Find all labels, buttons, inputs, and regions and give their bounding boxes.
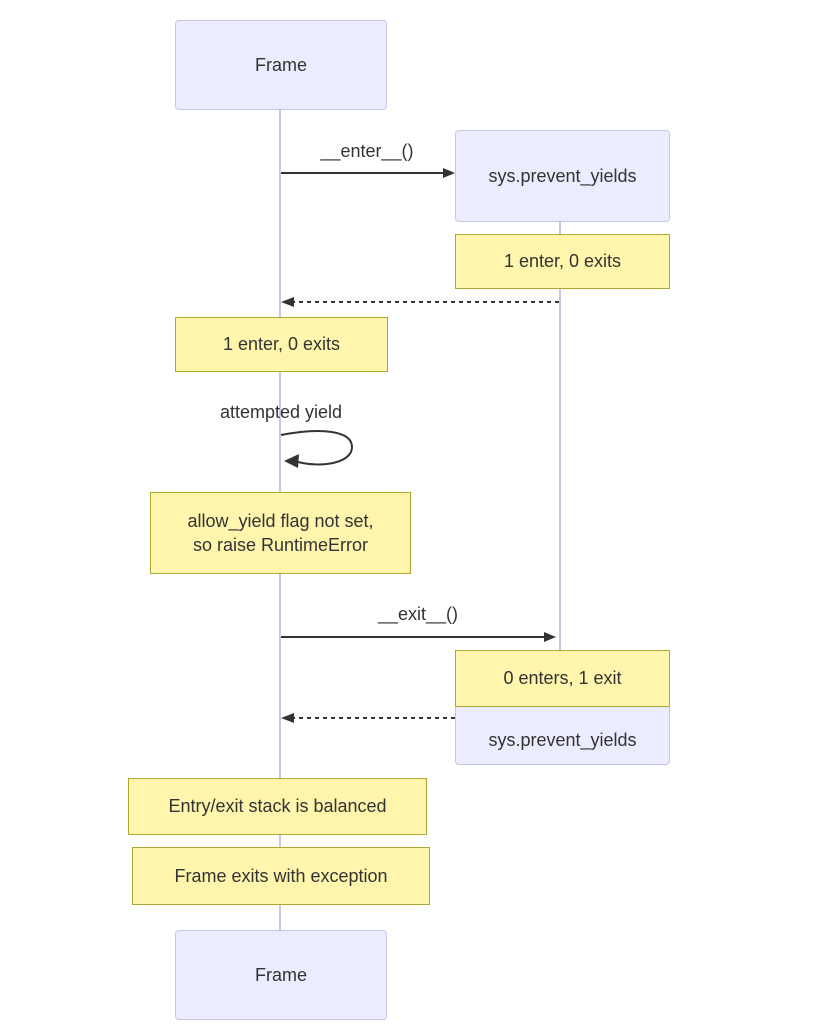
note-allow-yield-line1: allow_yield flag not set, (187, 510, 374, 531)
enter-message-label: __enter__() (320, 141, 414, 161)
note-left-enter: 1 enter, 0 exits (175, 317, 388, 372)
note-frame-exception: Frame exits with exception (132, 847, 430, 905)
participant-frame-top-label: Frame (254, 54, 307, 75)
note-left-enter-text: 1 enter, 0 exits (222, 334, 341, 355)
participant-frame-bottom: Frame (175, 930, 387, 1020)
participant-sys-top-label: sys.prevent_yields (488, 165, 637, 186)
note-right-enter-text: 1 enter, 0 exits (503, 251, 622, 272)
note-right-exit-text: 0 enters, 1 exit (503, 668, 622, 689)
note-right-exit: 0 enters, 1 exit (455, 650, 670, 707)
note-right-enter: 1 enter, 0 exits (455, 234, 670, 289)
participant-sys-top: sys.prevent_yields (455, 130, 670, 222)
participant-frame-bottom-label: Frame (254, 964, 307, 985)
enter-arrowhead-icon (443, 168, 455, 178)
enter-return-arrowhead-icon (281, 297, 294, 307)
note-frame-exception-text: Frame exits with exception (174, 865, 388, 886)
participant-frame-top: Frame (175, 20, 387, 110)
note-stack-balanced: Entry/exit stack is balanced (128, 778, 427, 835)
exit-arrowhead-icon (544, 632, 556, 642)
self-loop-line (280, 430, 354, 466)
exit-message-label: __exit__() (377, 604, 459, 624)
note-allow-yield-line2: so raise RuntimeError (192, 535, 369, 555)
participant-sys-bottom-label: sys.prevent_yields (488, 729, 637, 750)
self-loop-message-label: attempted yield (219, 402, 343, 422)
note-allow-yield: allow_yield flag not set, so raise Runti… (150, 492, 411, 574)
self-loop-arrowhead-icon (284, 454, 299, 468)
note-stack-balanced-text: Entry/exit stack is balanced (168, 796, 387, 817)
exit-return-arrowhead-icon (281, 713, 294, 723)
